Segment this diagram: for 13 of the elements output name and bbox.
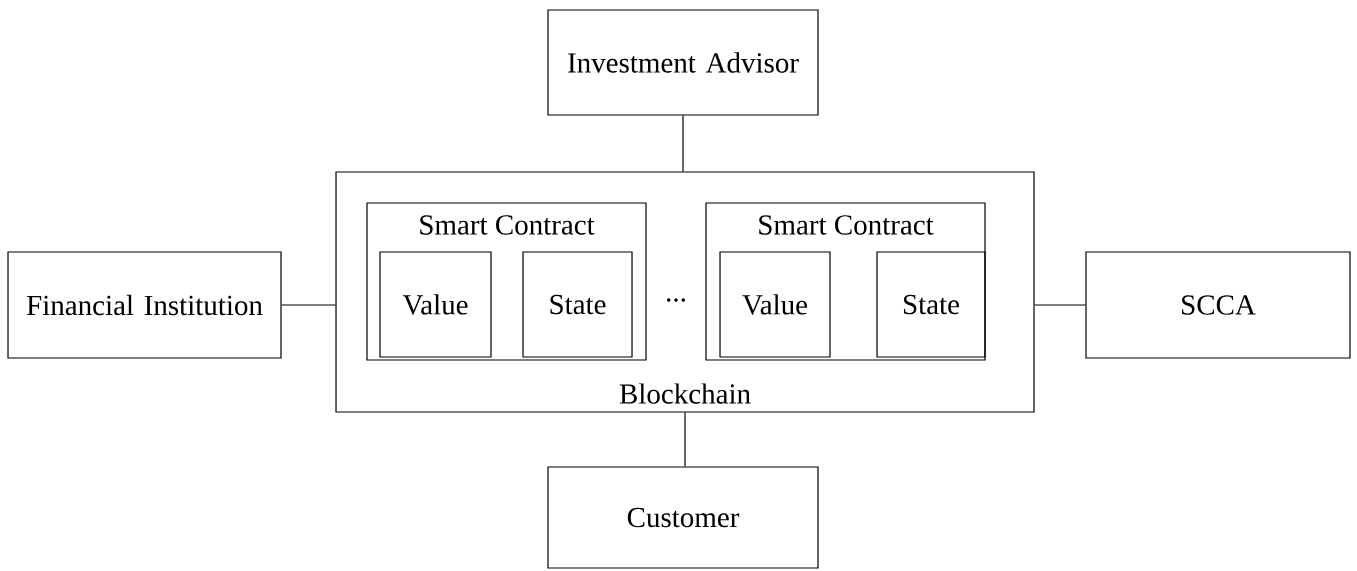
entity-box: SCCA	[1085, 251, 1351, 359]
connector-line	[281, 304, 336, 306]
value-box: State	[522, 251, 633, 358]
connector-line	[1034, 304, 1086, 306]
value-box: Value	[719, 251, 831, 358]
ellipsis-label: ...	[667, 298, 685, 302]
entity-box: Customer	[547, 466, 819, 569]
entity-box: Investment Advisor	[547, 9, 819, 116]
connector-line	[684, 412, 686, 467]
value-box: Value	[379, 251, 492, 358]
connector-line	[682, 115, 684, 172]
entity-box: Financial Institution	[7, 251, 282, 359]
value-box: State	[876, 251, 986, 358]
